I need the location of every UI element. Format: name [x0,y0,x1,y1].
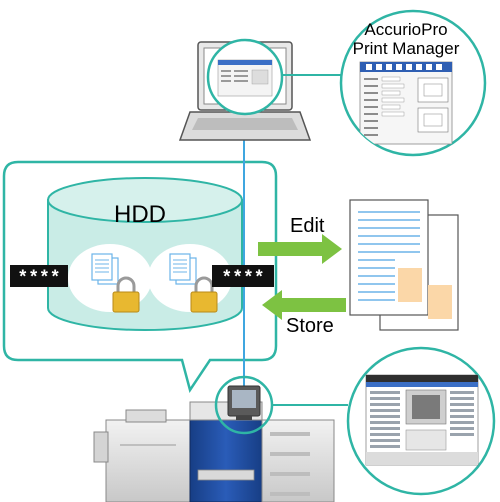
document-stack-icon [349,199,459,331]
document-icon [91,253,119,285]
store-arrow: Store [262,290,346,337]
laptop-zoom-lens [206,38,284,116]
lock-icon [112,276,140,313]
software-name-line2: Print Manager [353,39,460,58]
masked-password-right-text: **** [221,269,264,289]
store-label: Store [286,315,334,337]
panel-zoom-bubble [346,346,496,496]
touch-panel-screen [365,374,479,466]
hdd-label: HDD [114,201,166,228]
printer-machine-icon [93,401,335,502]
masked-password-left: **** [10,265,68,289]
software-zoom-bubble: AccurioPro Print Manager [339,9,487,157]
zoom-bubble-screen [359,61,453,145]
edit-label: Edit [290,215,325,237]
edit-arrow: Edit [258,215,342,264]
software-name-line1: AccurioPro [364,20,447,39]
document-icon [169,253,197,285]
masked-password-left-text: **** [17,269,60,289]
masked-password-right: **** [212,265,274,289]
lock-icon [190,276,218,313]
